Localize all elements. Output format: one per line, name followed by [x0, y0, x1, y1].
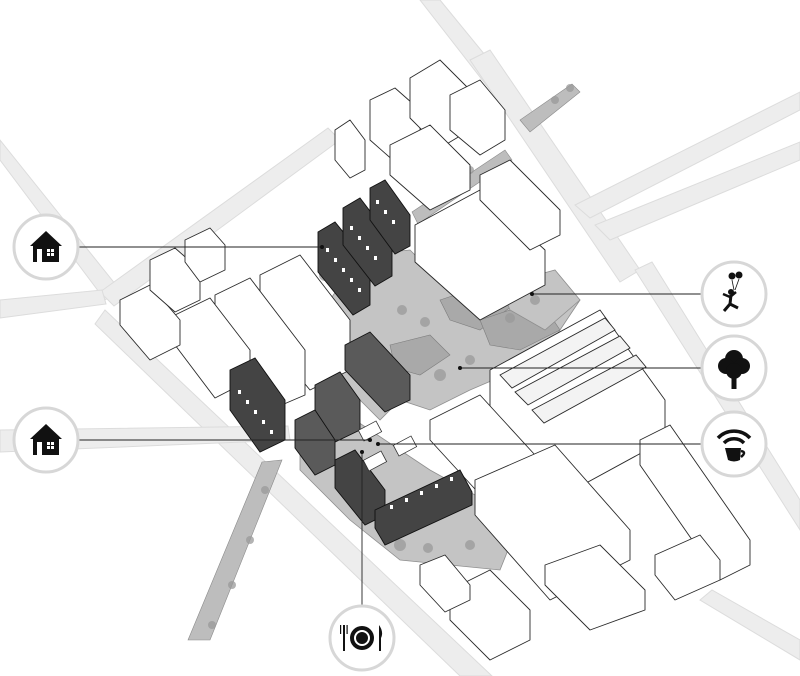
- leader-dot: [320, 245, 324, 249]
- leader-dot: [360, 450, 364, 454]
- road-bottom-right: [699, 589, 800, 661]
- context-building: [639, 424, 751, 581]
- path-northeast: [519, 83, 581, 133]
- road-east-lower: [594, 141, 800, 241]
- tree: [530, 295, 540, 305]
- tree: [423, 543, 433, 553]
- context-buildings: [119, 59, 751, 661]
- context-building-roof-lines: [499, 317, 616, 389]
- tree: [505, 313, 515, 323]
- tree: [420, 317, 430, 327]
- house-icon: [12, 213, 80, 281]
- context-building: [544, 544, 646, 631]
- context-building: [419, 554, 471, 613]
- leader-dot: [376, 442, 380, 446]
- context-building: [334, 119, 366, 179]
- courtyard-furniture: [357, 420, 418, 472]
- road-bottom-diagonal: [94, 309, 493, 676]
- path-southwest: [187, 459, 283, 641]
- context-building: [184, 227, 226, 283]
- tree: [228, 581, 236, 589]
- tree: [465, 355, 475, 365]
- context-building: [479, 159, 561, 251]
- leader-dot: [368, 438, 372, 442]
- housing-block-north-3: [369, 179, 411, 255]
- road-east: [574, 91, 800, 219]
- tree: [397, 305, 407, 315]
- row-house-south-2: [374, 469, 473, 546]
- leader-lines: [78, 245, 702, 608]
- tree: [208, 621, 216, 629]
- road-left-spine: [0, 289, 107, 319]
- tree: [261, 486, 269, 494]
- leader-dot: [458, 366, 462, 370]
- coffee-wifi-icon: [700, 410, 768, 478]
- tree: [246, 536, 254, 544]
- tree: [566, 84, 574, 92]
- context-building: [654, 534, 721, 601]
- house-icon: [12, 406, 80, 474]
- leader-dot: [530, 292, 534, 296]
- plate-cutlery-icon: [328, 604, 396, 672]
- tree: [551, 96, 559, 104]
- context-building-roof-lines: [531, 354, 647, 424]
- tree: [465, 540, 475, 550]
- housing-block-north-2: [342, 197, 393, 287]
- child-balloons-icon: [700, 260, 768, 328]
- windows: [238, 200, 453, 509]
- context-building-roof-lines: [514, 335, 631, 406]
- pavilion-central-1: [344, 331, 411, 413]
- context-building: [449, 79, 506, 156]
- context-building: [389, 124, 471, 211]
- tree: [394, 539, 406, 551]
- tree: [434, 369, 446, 381]
- tree-icon: [700, 334, 768, 402]
